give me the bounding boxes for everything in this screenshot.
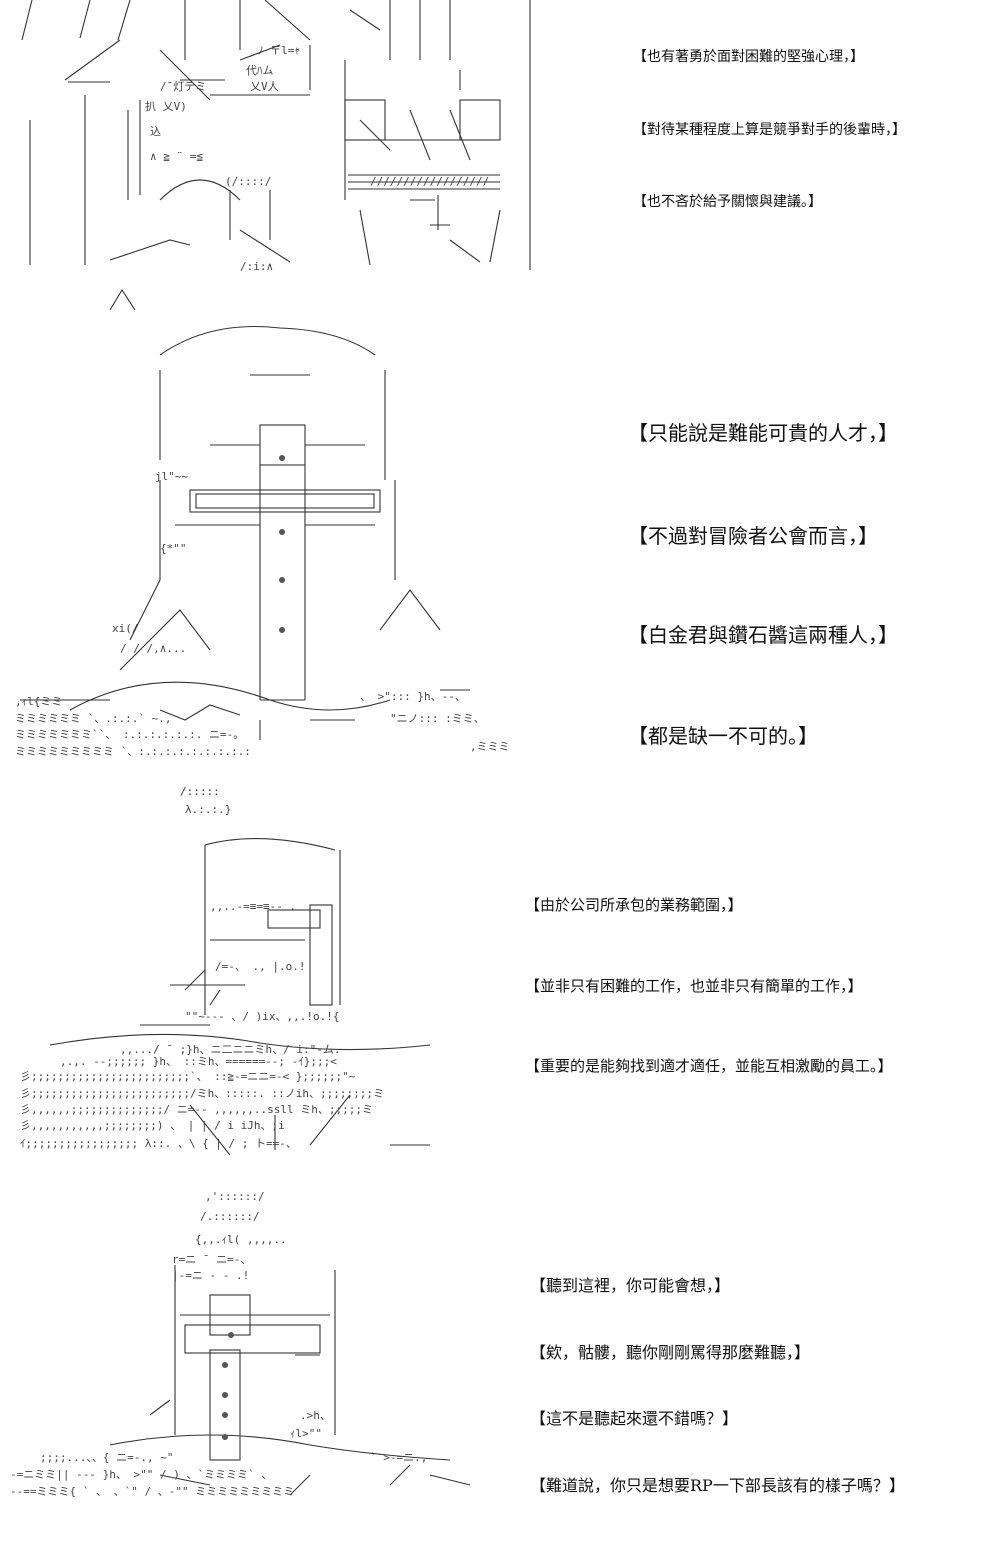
narration-line: 【對待某種程度上算是競爭對手的後輩時，】 — [633, 122, 906, 138]
svg-text:xi(/: xi(/ — [112, 622, 139, 635]
narration-line: 【難道說，你只是想要RP一下部長該有的樣子嗎？】 — [530, 1476, 905, 1495]
svg-text:,.,. --;;;;;; }h、 ::ミh、=====: ,.,. --;;;;;; }h、 ::ミh、======--; -ｲ};;;< — [60, 1055, 337, 1068]
narration-line: 【白金君與鑽石醬這兩種人，】 — [628, 623, 898, 647]
svg-text:λ.:.:.}: λ.:.:.} — [185, 803, 231, 816]
svg-text:/.::::::/: /.::::::/ — [200, 1210, 260, 1223]
svg-text:代ﾊム: 代ﾊム — [246, 64, 274, 77]
narration-line: 【並非只有困難的工作，也並非只有簡單的工作，】 — [525, 977, 863, 995]
ascii-art-helmet-knight: jl"~~ {*"" xi(/ / / /,∧... ,ｨl{ミミ ミミミミミミ… — [10, 280, 540, 770]
svg-text:` >-=ニ.,: ` >-=ニ., — [370, 1451, 427, 1464]
svg-text:{*"": {*"" — [160, 542, 187, 555]
svg-text:,ｨl{ミミ: ,ｨl{ミミ — [15, 695, 62, 708]
narration-line: 【都是缺一不可的。】 — [628, 724, 818, 748]
svg-text:--==ミミミ{ ` 、 、`" / 、-"" ミ: --==ミミミ{ ` 、 、`" / 、-"" ミミミミミミミミミ — [10, 1485, 294, 1498]
svg-text:"ニノ::: :ミミ、: "ニノ::: :ミミ、 — [390, 712, 485, 725]
svg-text:ミミミミミミ `、.:.:.` ~.,: ミミミミミミ `、.:.:.` ~., — [15, 712, 171, 725]
svg-text:ｨl>"": ｨl>"" — [290, 1427, 322, 1440]
svg-text:ﾉ 〒l=ｬ: ﾉ 〒l=ｬ — [258, 44, 300, 57]
narration-line: 【重要的是能夠找到適才適任，並能互相激勵的員工。】 — [525, 1057, 893, 1075]
svg-text:,ミミミ: ,ミミミ — [470, 740, 510, 753]
svg-text:彡;;;;;;;;;;;;;;;;;;;;;;;;`、 ::: 彡;;;;;;;;;;;;;;;;;;;;;;;;`、 ::≧-=ニニ=-< }… — [20, 1070, 356, 1083]
svg-text:/:::::: /::::: — [180, 785, 220, 798]
svg-text:乂V人: 乂V人 — [250, 80, 279, 93]
narration-line: 【聽到這裡，你可能會想，】 — [530, 1276, 731, 1295]
panel-1: ﾉ 〒l=ｬ 代ﾊム 乂V人 /¯灯テミ 扒 乂V) 込 ∧ ≧ ¨ =≦ (/… — [0, 0, 1000, 280]
svg-text:∧ ≧ ¨ =≦: ∧ ≧ ¨ =≦ — [150, 150, 203, 163]
svg-text:,,.../ ¯ ;}h、ニ二ニニミh、/ i:"-ム.: ,,.../ ¯ ;}h、ニ二ニニミh、/ i:"-ム. — [120, 1043, 340, 1056]
svg-text:-=ニミミ|| --- }h、 >"" / ): -=ニミミ|| --- }h、 >"" / ) 、`ミミミミ` 、 — [10, 1468, 272, 1481]
narration-line: 【也不吝於給予關懷與建議。】 — [633, 194, 822, 210]
svg-text:/ / /,∧...: / / /,∧... — [120, 642, 186, 655]
svg-text:r=ニ ¯ ニ=-、: r=ニ ¯ ニ=-、 — [172, 1253, 251, 1266]
svg-text:込: 込 — [150, 125, 161, 138]
narration-line: 【也有著勇於面對困難的堅強心理，】 — [633, 49, 864, 65]
svg-text:jl"~~: jl"~~ — [155, 470, 188, 483]
svg-text:彡;;;;;;;;;;;;;;;;;;;;;;;;/ミh、:: 彡;;;;;;;;;;;;;;;;;;;;;;;;/ミh、:::::. ::ノi… — [20, 1087, 384, 1100]
narration-line: 【這不是聽起來還不錯嗎？】 — [530, 1409, 739, 1428]
svg-text:ｲ;;;;;;;;;;;;;;;;; λ::. 、\: ｲ;;;;;;;;;;;;;;;;; λ::. 、\ { | / ; ト==-、 — [20, 1137, 297, 1150]
svg-text:/¯灯テミ: /¯灯テミ — [160, 80, 206, 93]
svg-text:扒 乂V): 扒 乂V) — [145, 99, 187, 113]
svg-text:""~--- 、/ )ix、,,.!o.!{: ""~--- 、/ )ix、,,.!o.!{ — [185, 1010, 339, 1023]
svg-text:{,,.ｨl( ,,,,..: {,,.ｨl( ,,,,.. — [195, 1233, 287, 1246]
svg-text:,,..-=≡=≡-- .: ,,..-=≡=≡-- . — [210, 900, 296, 913]
svg-text:/:i:∧: /:i:∧ — [240, 260, 273, 273]
svg-text:彡,,,,,,;;;;;;;;;;;;;;/ ニ=--: 彡,,,,,,;;;;;;;;;;;;;;/ ニ=-- ,,,,,,..ssll… — [20, 1103, 373, 1116]
svg-text:彡,,,,,,,,,,,;;;;;;;;) 、: 彡,,,,,,,,,,,;;;;;;;;) 、 | | / i iJh、;i — [20, 1119, 285, 1132]
svg-text:ミミミミミミミ``、 :.:.:.:.:.:. ニ=-。: ミミミミミミミ``、 :.:.:.:.:.:. ニ=-。 — [15, 728, 244, 741]
svg-text:(/::::/: (/::::/ — [225, 175, 271, 188]
narration-line: 【不過對冒險者公會而言，】 — [628, 524, 878, 548]
svg-text:,'::::::/: ,'::::::/ — [205, 1190, 265, 1203]
svg-text:ミミミミミミミミミ `、:.:.:.:.:.:.:.:.:: ミミミミミミミミミ `、:.:.:.:.:.:.:.:.: — [15, 745, 251, 758]
svg-text:/=-、 ., |.o.!: /=-、 ., |.o.! — [215, 960, 305, 973]
svg-text:、 >"::: }h、--、: 、 >"::: }h、--、 — [360, 690, 466, 703]
ascii-art-characters: ﾉ 〒l=ｬ 代ﾊム 乂V人 /¯灯テミ 扒 乂V) 込 ∧ ≧ ¨ =≦ (/… — [10, 0, 540, 275]
narration-line: 【由於公司所承包的業務範圍，】 — [525, 896, 743, 914]
narration-line: 【只能說是難能可貴的人才，】 — [628, 421, 898, 445]
svg-text:.>h、: .>h、 — [300, 1409, 331, 1422]
panel-2: jl"~~ {*"" xi(/ / / /,∧... ,ｨl{ミミ ミミミミミミ… — [0, 280, 1000, 770]
panel-3: /::::: λ.:.:.} ,,..-=≡=≡-- . /=-、 ., |.o… — [0, 775, 1000, 1165]
svg-text:|-=ニ - - .!: |-=ニ - - .! — [172, 1269, 249, 1282]
ascii-art-helmet-knight-side: ,'::::::/ /.::::::/ {,,.ｨl( ,,,,.. r=ニ ¯… — [10, 1175, 490, 1566]
panel-4: ,'::::::/ /.::::::/ {,,.ｨl( ,,,,.. r=ニ ¯… — [0, 1175, 1000, 1566]
ascii-art-helmet-knight-small: /::::: λ.:.:.} ,,..-=≡=≡-- . /=-、 ., |.o… — [10, 775, 460, 1165]
svg-text:;;;;...、、{ ニ=-., ~": ;;;;...、、{ ニ=-., ~" — [40, 1451, 173, 1464]
svg-text://////////////////: ////////////////// — [370, 175, 489, 188]
narration-line: 【欸，骷髏，聽你剛剛罵得那麼難聽，】 — [530, 1343, 811, 1362]
